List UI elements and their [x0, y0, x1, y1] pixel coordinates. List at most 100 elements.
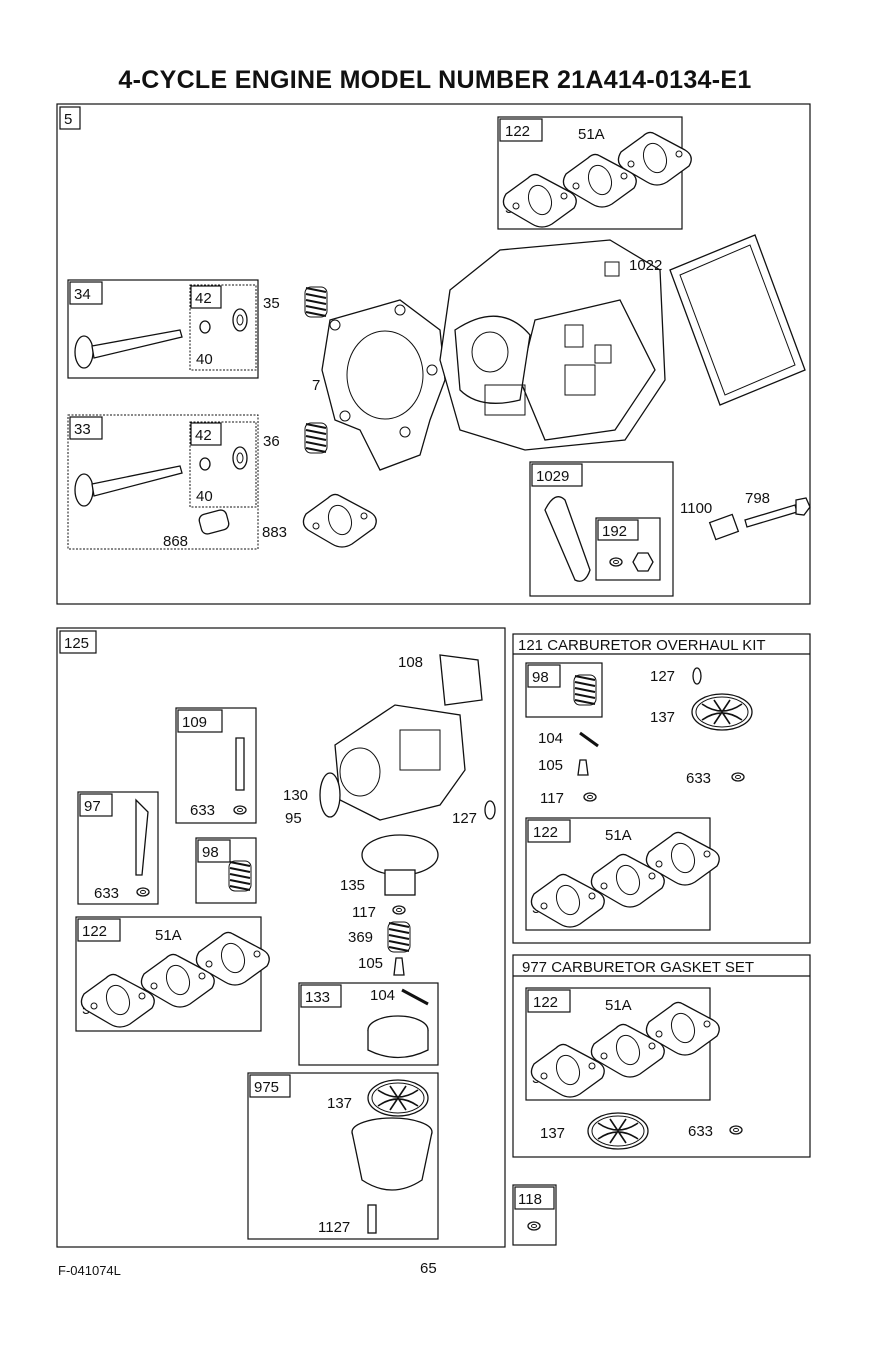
gasket-kit-label-carb: 122: [82, 923, 107, 940]
bowl-screw: [367, 1204, 377, 1234]
exhaust-valve-part: [74, 446, 248, 535]
rocker-arm-box: [529, 461, 674, 597]
nut-tag: [597, 519, 639, 541]
nut-washer: [609, 557, 623, 567]
page-title: 4-CYCLE ENGINE MODEL NUMBER 21A414-0134-…: [118, 66, 752, 94]
label-35: 35: [263, 295, 280, 312]
engine-head-panel: [56, 103, 811, 605]
label-51A-top: 51A: [578, 126, 605, 143]
box-118-tag: [514, 1186, 555, 1210]
washer-633-kit: [731, 772, 745, 782]
carb-panel-tag: [59, 630, 97, 654]
overhaul-gasket-label: 122: [533, 824, 558, 841]
label-105-kit: 105: [538, 757, 563, 774]
jet-117: [392, 905, 406, 915]
label-105: 105: [358, 955, 383, 972]
carb-panel-label: 125: [64, 635, 89, 652]
label-1127: 1127: [318, 1219, 350, 1236]
retainer-label-a: 42: [195, 290, 212, 307]
label-127-kit: 127: [650, 668, 675, 685]
float-bowl-plate: [361, 834, 439, 896]
o-ring-127: [484, 800, 496, 820]
label-633-kit: 633: [686, 770, 711, 787]
retainer-tag-b: [190, 422, 222, 446]
throttle-shaft-tag: [79, 793, 113, 817]
label-51A-kit: 51A: [605, 827, 632, 844]
rocker-arm-tag: [531, 463, 583, 487]
float-tag: [300, 984, 342, 1008]
label-369: 369: [348, 929, 373, 946]
idle-screw-label: 98: [202, 844, 219, 861]
fuel-bowl: [351, 1117, 433, 1191]
washer-633a: [233, 805, 247, 815]
carburetor-panel: [56, 627, 506, 1248]
label-95: 95: [285, 810, 302, 827]
gasket-set-panel: [512, 954, 811, 1158]
bowl-label: 975: [254, 1079, 279, 1096]
gasket-set-carb: [81, 932, 269, 1027]
cylinder-head: [439, 239, 666, 451]
float-pin: [401, 988, 429, 1006]
head-gasket: [321, 299, 446, 471]
overhaul-kit-panel: [512, 633, 811, 944]
washer-633b: [136, 887, 150, 897]
page-number: 65: [420, 1260, 437, 1277]
label-7: 7: [312, 377, 320, 394]
exhaust-valve-box: [67, 414, 259, 550]
washer-633-set: [729, 1125, 743, 1135]
gasket-set-set: [531, 1002, 719, 1097]
overhaul-idle-spring: [573, 674, 597, 706]
bowl-box: [247, 1072, 439, 1240]
fuel-shutoff-box: [175, 707, 257, 824]
label-51A-set: 51A: [605, 997, 632, 1014]
label-117-kit: 117: [540, 790, 564, 807]
valve-spring-a: [304, 286, 328, 318]
label-117: 117: [352, 904, 376, 921]
gasket-set-inner-box: [525, 987, 711, 1101]
insulator-gasket: [439, 654, 483, 706]
label-1100: 1100: [680, 500, 712, 517]
label-798: 798: [745, 490, 770, 507]
retainer-box-b: [189, 421, 257, 508]
label-868: 868: [163, 533, 188, 550]
retainer-box-a: [189, 284, 257, 371]
retainer-tag-a: [190, 285, 222, 309]
label-137-kit: 137: [650, 709, 675, 726]
diaphragm-kit: [691, 693, 753, 731]
throttle-shaft: [135, 798, 149, 876]
panel-5-tag: [59, 106, 81, 130]
shutoff-stem: [235, 737, 245, 791]
spring-369: [387, 921, 411, 953]
footer-code: F-041074L: [58, 1263, 121, 1278]
label-137-set: 137: [540, 1125, 565, 1142]
carburetor-body: [319, 704, 466, 821]
float-label: 133: [305, 989, 330, 1006]
diaphragm-set: [587, 1112, 649, 1150]
throttle-shaft-label: 97: [84, 798, 101, 815]
label-40a: 40: [196, 351, 213, 368]
idle-screw-box: [195, 837, 257, 904]
gasket-set-top: [503, 132, 691, 227]
breather-bolt: [708, 497, 811, 541]
gasket-kit-tag-carb: [77, 918, 121, 942]
diaphragm-carb: [367, 1079, 429, 1117]
needle-105: [393, 957, 405, 976]
gasket-kit-box-carb: [75, 916, 262, 1032]
label-104-carb: 104: [370, 987, 395, 1004]
exhaust-valve-tag: [69, 416, 103, 440]
label-633a: 633: [190, 802, 215, 819]
float-part: [367, 1015, 429, 1059]
intake-valve-tag: [69, 281, 103, 305]
label-36: 36: [263, 433, 280, 450]
label-137-carb: 137: [327, 1095, 352, 1112]
label-1022: 1022: [629, 257, 662, 274]
pin-104-kit: [579, 731, 599, 748]
overhaul-gasket-tag: [527, 819, 571, 843]
valve-spring-b: [304, 422, 328, 454]
o-ring-127-kit: [692, 667, 702, 685]
overhaul-kit-header: 121 CARBURETOR OVERHAUL KIT: [518, 637, 766, 654]
idle-screw-tag: [197, 839, 231, 863]
label-40b: 40: [196, 488, 213, 505]
hex-nut: [632, 552, 654, 572]
